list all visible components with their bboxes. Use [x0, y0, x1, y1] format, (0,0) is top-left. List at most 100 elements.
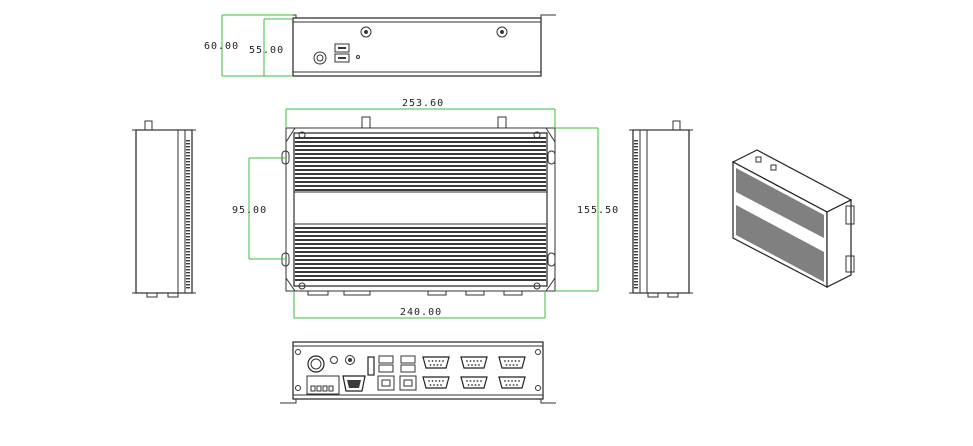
- serial-pin: [504, 380, 506, 382]
- vent-ridge: [634, 272, 638, 274]
- serial-pin: [433, 364, 435, 366]
- serial-pin: [438, 380, 441, 382]
- vent-ridge: [634, 176, 638, 178]
- vent-ridge: [186, 233, 190, 235]
- heatsink-fin: [295, 157, 546, 159]
- serial-pin: [476, 360, 479, 362]
- usb-port-icon: [400, 355, 416, 364]
- vent-ridge: [634, 188, 638, 190]
- vent-ridge: [634, 233, 638, 235]
- serial-pin: [436, 364, 439, 366]
- mount-slot-icon: [547, 150, 556, 165]
- vent-ridge: [186, 167, 190, 169]
- serial-port-icon: [498, 356, 526, 369]
- heatsink-fin: [295, 185, 546, 187]
- vent-ridge: [634, 260, 638, 262]
- serial-pin: [504, 360, 506, 362]
- serial-pin: [435, 360, 437, 362]
- dimension-label-width-bottom: 240.00: [400, 307, 442, 318]
- vent-ridge: [186, 164, 190, 166]
- serial-pin: [505, 364, 508, 366]
- vent-ridge: [186, 158, 190, 160]
- vent-ridge: [186, 140, 190, 142]
- vent-ridge: [186, 176, 190, 178]
- ethernet-port-icon: [377, 375, 395, 391]
- vent-ridge: [634, 155, 638, 157]
- label-area: [293, 191, 548, 225]
- vent-ridge: [634, 191, 638, 193]
- serial-pin: [471, 364, 473, 366]
- heatsink-fin: [295, 243, 546, 245]
- vent-ridge: [186, 152, 190, 154]
- heatsink-fin: [295, 173, 546, 175]
- front-view: [281, 116, 556, 296]
- heatsink-fin: [295, 247, 546, 249]
- vent-ridge: [634, 167, 638, 169]
- heatsink-fin: [295, 271, 546, 273]
- vent-ridge: [634, 182, 638, 184]
- dimension-label-height: 155.50: [577, 205, 619, 216]
- vent-ridge: [634, 206, 638, 208]
- vent-ridge: [186, 254, 190, 256]
- serial-pin: [507, 360, 510, 362]
- heatsink-fin: [295, 145, 546, 147]
- heatsink-fins-upper: [295, 137, 546, 191]
- serial-pin: [473, 360, 475, 362]
- serial-pin: [509, 384, 511, 386]
- side-vent-ridges: [634, 140, 638, 289]
- hdmi-port-icon: [367, 356, 375, 376]
- vent-ridge: [186, 197, 190, 199]
- screw-icon: [295, 349, 301, 355]
- serial-pin: [431, 380, 434, 382]
- vent-ridge: [186, 215, 190, 217]
- audio-jack-icon: [330, 356, 338, 364]
- heatsink-fin: [295, 227, 546, 229]
- vent-ridge: [186, 230, 190, 232]
- serial-pin: [429, 364, 432, 366]
- dimension-label-width-top: 253.60: [402, 98, 444, 109]
- heatsink-fin: [295, 165, 546, 167]
- antenna-connector-icon: [361, 116, 371, 129]
- vent-ridge: [186, 200, 190, 202]
- usb-port-icon: [378, 355, 394, 364]
- vent-ridge: [634, 179, 638, 181]
- vent-ridge: [186, 239, 190, 241]
- serial-pin: [516, 364, 518, 366]
- screw-icon: [298, 282, 306, 290]
- heatsink-fin: [295, 251, 546, 253]
- serial-ports: [422, 356, 526, 389]
- vent-ridge: [634, 227, 638, 229]
- heatsink-fin: [295, 181, 546, 183]
- heatsink-fin: [295, 279, 546, 281]
- vent-ridge: [634, 170, 638, 172]
- vent-ridge: [186, 272, 190, 274]
- vent-ridge: [634, 248, 638, 250]
- serial-pin: [466, 360, 468, 362]
- vent-ridge: [634, 164, 638, 166]
- vent-ridge: [634, 173, 638, 175]
- vent-ridge: [634, 275, 638, 277]
- vent-ridge: [186, 224, 190, 226]
- vent-ridge: [186, 179, 190, 181]
- vent-ridge: [634, 269, 638, 271]
- vent-ridge: [634, 149, 638, 151]
- top-view: [280, 14, 556, 77]
- heatsink-fin: [295, 275, 546, 277]
- vent-ridge: [186, 251, 190, 253]
- screw-icon: [295, 385, 301, 391]
- dimension-label-mount-spacing: 95.00: [232, 205, 267, 216]
- usb-port-icon: [334, 43, 350, 53]
- antenna-connector-icon: [755, 156, 762, 163]
- heatsink-fin: [295, 153, 546, 155]
- serial-pin: [433, 384, 435, 386]
- serial-pin: [469, 360, 472, 362]
- vent-ridge: [186, 218, 190, 220]
- mount-slot-icon: [547, 252, 556, 267]
- serial-pin: [428, 360, 430, 362]
- side-vent-ridges: [186, 140, 190, 289]
- vent-ridge: [186, 173, 190, 175]
- vent-ridge: [186, 188, 190, 190]
- vent-ridge: [634, 212, 638, 214]
- vent-ridge: [634, 236, 638, 238]
- vent-ridge: [186, 260, 190, 262]
